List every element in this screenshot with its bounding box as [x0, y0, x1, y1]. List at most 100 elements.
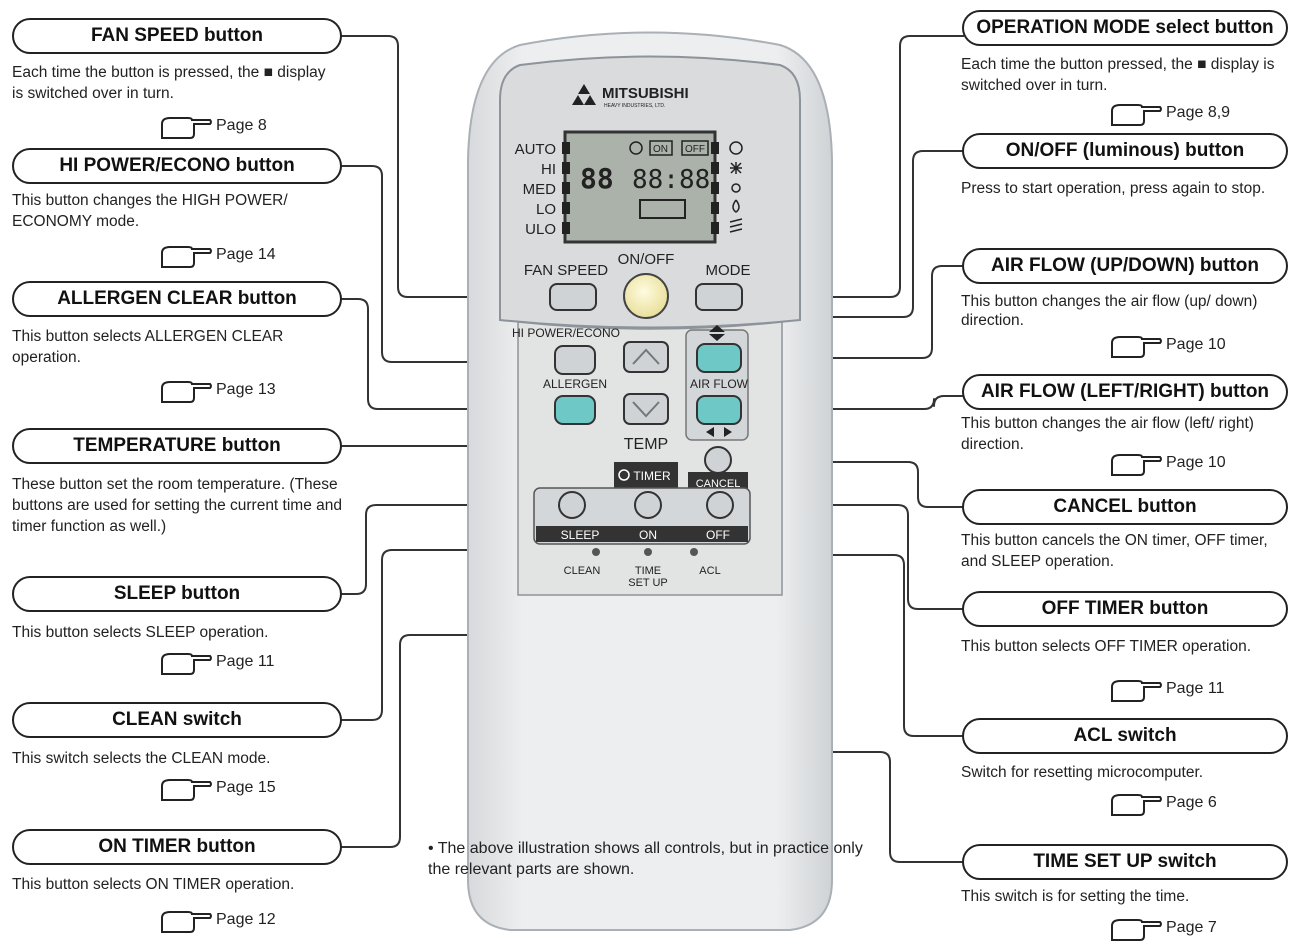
desc-temperature: These button set the room temperature. (… — [12, 476, 342, 535]
pointing-hand-icon — [1111, 104, 1162, 126]
cancel-label: CANCEL — [696, 478, 741, 490]
lcd-on-box — [649, 140, 673, 156]
mode-button — [695, 283, 743, 311]
desc-off-timer: This button selects OFF TIMER operation. — [961, 638, 1252, 655]
desc-operation-mode: Each time the button pressed, the ■ disp… — [961, 56, 1275, 94]
connector-fan-speed — [340, 35, 548, 298]
timer-tab — [614, 462, 678, 488]
pointing-hand-icon — [1111, 336, 1162, 358]
pointing-hand-icon — [161, 246, 212, 268]
acl-switch — [690, 548, 698, 556]
allergen-button — [554, 395, 596, 425]
mode-label: MODE — [706, 262, 751, 279]
hi-power-label: HI POWER/ECONO — [512, 326, 620, 340]
temp-label: TEMP — [624, 436, 668, 453]
on-timer-button — [634, 491, 662, 519]
timer-label-bar — [536, 526, 748, 542]
desc-sleep: This button selects SLEEP operation. — [12, 624, 269, 641]
air-flow-up-down-button — [696, 343, 742, 373]
off-label: OFF — [706, 528, 730, 542]
svg-text:OFF: OFF — [685, 144, 705, 155]
pageref-on-timer: Page 12 — [160, 906, 276, 934]
pageref-air-flow-up-down: Page 10 — [1110, 331, 1226, 359]
sleep-label: SLEEP — [561, 528, 600, 542]
temp-down-button — [623, 393, 669, 425]
time-label: TIME — [635, 565, 661, 577]
on-off-button — [623, 273, 669, 319]
pageref-air-flow-left-right: Page 10 — [1110, 449, 1226, 477]
pageref-operation-mode: Page 8,9 — [1110, 99, 1230, 127]
lcd-small-digits: 88 — [580, 162, 614, 195]
label-on-timer: ON TIMER button — [12, 829, 342, 865]
pageref-off-timer: Page 11 — [1110, 675, 1224, 703]
clean-switch — [592, 548, 600, 556]
svg-text:ON: ON — [653, 144, 668, 155]
fan-level-auto: AUTO — [515, 141, 556, 158]
hi-power-button — [554, 345, 596, 375]
mode-icons — [729, 141, 743, 233]
lcd-louver — [639, 199, 686, 219]
time-set-up-switch — [644, 548, 652, 556]
desc-fan-speed: Each time the button is pressed, the ■ d… — [12, 64, 326, 102]
fan-speed-button — [549, 283, 597, 311]
fan-level-hi: HI — [541, 161, 556, 178]
pointing-hand-icon — [161, 381, 212, 403]
label-clean: CLEAN switch — [12, 702, 342, 738]
desc-clean: This switch selects the CLEAN mode. — [12, 750, 271, 767]
on-label: ON — [639, 528, 657, 542]
label-allergen-clear: ALLERGEN CLEAR button — [12, 281, 342, 317]
label-fan-speed: FAN SPEED button — [12, 18, 342, 54]
allergen-label: ALLERGEN — [543, 377, 607, 391]
pointing-hand-icon — [161, 779, 212, 801]
pageref-clean: Page 15 — [160, 774, 276, 802]
lcd-digits: 88:88 — [632, 165, 710, 195]
label-time-set-up: TIME SET UP switch — [962, 844, 1288, 880]
desc-on-off: Press to start operation, press again to… — [961, 180, 1266, 197]
desc-allergen-clear: This button selects ALLERGEN CLEAR opera… — [12, 328, 284, 366]
connector-allergen — [340, 298, 555, 410]
label-air-flow-left-right: AIR FLOW (LEFT/RIGHT) button — [962, 374, 1288, 410]
pageref-hi-power-econo: Page 14 — [160, 241, 276, 269]
desc-cancel: This button cancels the ON timer, OFF ti… — [961, 532, 1268, 570]
pageref-sleep: Page 11 — [160, 648, 274, 676]
connector-acl — [694, 554, 964, 737]
pointing-hand-icon — [1111, 454, 1162, 476]
connector-sleep — [340, 504, 570, 595]
pointing-hand-icon — [161, 653, 212, 675]
connector-air-flow-lr — [720, 395, 964, 410]
airflow-up-down-icon — [709, 325, 725, 341]
label-air-flow-up-down: AIR FLOW (UP/DOWN) button — [962, 248, 1288, 284]
temp-up-button — [623, 341, 669, 373]
connector-on-off — [648, 150, 964, 318]
pageref-allergen-clear: Page 13 — [160, 376, 276, 404]
fan-level-lo: LO — [536, 201, 556, 218]
lcd-off-box — [681, 140, 709, 156]
fan-level-med: MED — [523, 181, 557, 198]
brand-text: MITSUBISHI — [602, 85, 689, 102]
desc-hi-power-econo: This button changes the HIGH POWER/ ECON… — [12, 192, 288, 230]
label-hi-power-econo: HI POWER/ECONO button — [12, 148, 342, 184]
pointing-hand-icon — [1111, 919, 1162, 941]
desc-on-timer: This button selects ON TIMER operation. — [12, 876, 295, 893]
temp-down-icon — [632, 401, 660, 418]
desc-air-flow-up-down: This button changes the air flow (up/ do… — [961, 293, 1258, 329]
connector-air-flow-up — [720, 265, 964, 359]
pointing-hand-icon — [161, 117, 212, 139]
mitsubishi-logo-icon — [572, 84, 596, 105]
cancel-button — [704, 446, 732, 474]
connector-clean — [340, 549, 594, 721]
pageref-fan-speed: Page 8 — [160, 112, 267, 140]
connector-hi-power — [340, 165, 555, 363]
lcd-clock-icon — [629, 141, 643, 155]
sleep-button — [558, 491, 586, 519]
label-cancel: CANCEL button — [962, 489, 1288, 525]
timer-label: TIMER — [633, 469, 671, 483]
label-sleep: SLEEP button — [12, 576, 342, 612]
desc-time-set-up: This switch is for setting the time. — [961, 888, 1190, 905]
timer-clock-icon — [618, 469, 630, 481]
label-temperature: TEMPERATURE button — [12, 428, 342, 464]
connector-off-timer — [720, 504, 964, 610]
fan-speed-label: FAN SPEED — [524, 262, 608, 279]
